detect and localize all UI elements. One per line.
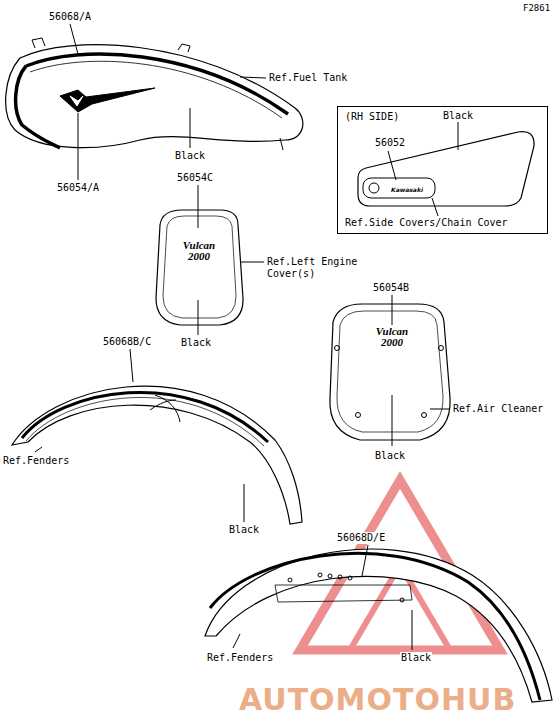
rear-fender xyxy=(205,549,552,702)
leader-line xyxy=(233,545,412,650)
tank-emblem-v xyxy=(70,96,83,106)
engine-cover-edge xyxy=(163,216,236,318)
reference-note: Ref.Air Cleaner xyxy=(452,403,544,415)
figure-number: F2861 xyxy=(522,2,551,14)
air-cleaner-screw xyxy=(335,346,444,418)
color-note: Black xyxy=(228,524,260,536)
tank-emblem xyxy=(60,88,155,112)
emblem-ring xyxy=(369,183,379,193)
reference-note: Ref.Side Covers/Chain Cover xyxy=(344,217,509,229)
reference-note: Ref.Fuel Tank xyxy=(268,72,348,84)
decal-lettering: Vulcan 2000 xyxy=(368,326,416,348)
fender-strut xyxy=(150,395,180,422)
color-note: Black xyxy=(400,652,432,664)
leader-line xyxy=(70,24,266,180)
inset-box: (RH SIDE) Black 56052KawasakiRef.Side Cove… xyxy=(337,106,548,234)
fuel-tank xyxy=(6,45,303,148)
air-cleaner-edge xyxy=(337,311,443,432)
decal-lettering: Vulcan 2000 xyxy=(175,240,223,262)
leader-line xyxy=(392,295,450,446)
fender-stripe xyxy=(22,392,268,442)
callout-number: 56068/A xyxy=(48,11,92,23)
callout-number: 56068B/C xyxy=(102,336,152,348)
fender-inner-panel xyxy=(275,585,412,602)
callout-number: 56054B xyxy=(372,282,410,294)
color-note: Black xyxy=(180,337,212,349)
side-cover-emblem xyxy=(363,178,435,198)
engine-cover xyxy=(156,210,243,325)
color-note: Black xyxy=(442,110,474,122)
callout-number: 56054/A xyxy=(56,182,100,194)
callout-number: 56052 xyxy=(374,137,406,149)
reference-note: Ref.Fenders xyxy=(206,652,274,664)
fender-stripe-inner xyxy=(26,397,264,446)
callout-number: 56068D/E xyxy=(336,532,386,544)
watermark: AUTOMOTOHUB xyxy=(238,684,517,716)
emblem-lettering: Kawasaki xyxy=(390,186,424,193)
leader-line xyxy=(35,349,244,522)
color-note: Black xyxy=(374,450,406,462)
fender-stripe xyxy=(210,553,540,700)
callout-number: 56054C xyxy=(176,172,214,184)
color-note: Black xyxy=(174,150,206,162)
air-cleaner xyxy=(330,304,450,440)
tank-cap xyxy=(32,38,283,150)
fender-hole xyxy=(288,573,404,602)
reference-note: Ref.Left Engine Cover(s) xyxy=(266,256,368,280)
tank-stripe-inner xyxy=(30,61,282,118)
side-cover xyxy=(358,132,534,206)
reference-note: Ref.Fenders xyxy=(2,455,70,467)
side-note: (RH SIDE) xyxy=(344,111,400,123)
tank-stripe xyxy=(16,54,288,148)
